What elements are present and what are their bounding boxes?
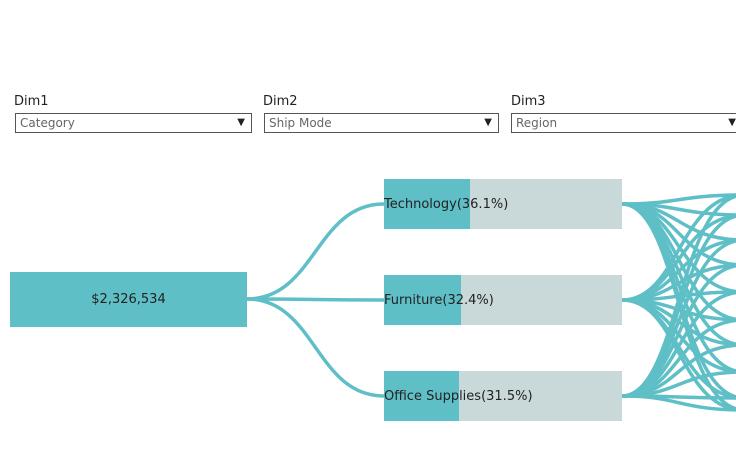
dim2-dropdown[interactable]: Ship Mode ▼ xyxy=(264,113,499,133)
node-office-supplies[interactable]: Office Supplies(31.5%) xyxy=(384,371,622,421)
node-technology-label: Technology(36.1%) xyxy=(384,196,509,212)
dim2-label: Dim2 xyxy=(263,94,298,109)
dim3-label: Dim3 xyxy=(511,94,546,109)
node-office-supplies-fill xyxy=(384,371,459,421)
node-furniture-label: Furniture(32.4%) xyxy=(384,292,494,308)
link-node-1-to-next-9 xyxy=(620,298,736,411)
node-technology[interactable]: Technology(36.1%) xyxy=(384,179,622,229)
node-furniture[interactable]: Furniture(32.4%) xyxy=(384,275,622,325)
node-technology-fill xyxy=(384,179,470,229)
caret-down-icon: ▼ xyxy=(484,117,492,128)
link-root-to-node-1 xyxy=(245,297,386,302)
dim3-dropdown[interactable]: Region ▼ xyxy=(511,113,736,133)
caret-down-icon: ▼ xyxy=(237,117,245,128)
caret-down-icon: ▼ xyxy=(728,117,736,128)
root-value: $2,326,534 xyxy=(91,292,166,307)
link-root-to-node-0 xyxy=(245,202,386,301)
dim2-value: Ship Mode xyxy=(269,116,332,130)
dim1-label: Dim1 xyxy=(14,94,49,109)
node-furniture-fill xyxy=(384,275,461,325)
dim1-dropdown[interactable]: Category ▼ xyxy=(15,113,252,133)
root-node[interactable]: $2,326,534 xyxy=(10,272,247,327)
link-root-to-node-2 xyxy=(245,297,386,398)
dim1-value: Category xyxy=(20,116,75,130)
dim3-value: Region xyxy=(516,116,558,130)
link-node-2-to-next-9 xyxy=(620,394,736,412)
node-office-supplies-label: Office Supplies(31.5%) xyxy=(384,388,533,404)
